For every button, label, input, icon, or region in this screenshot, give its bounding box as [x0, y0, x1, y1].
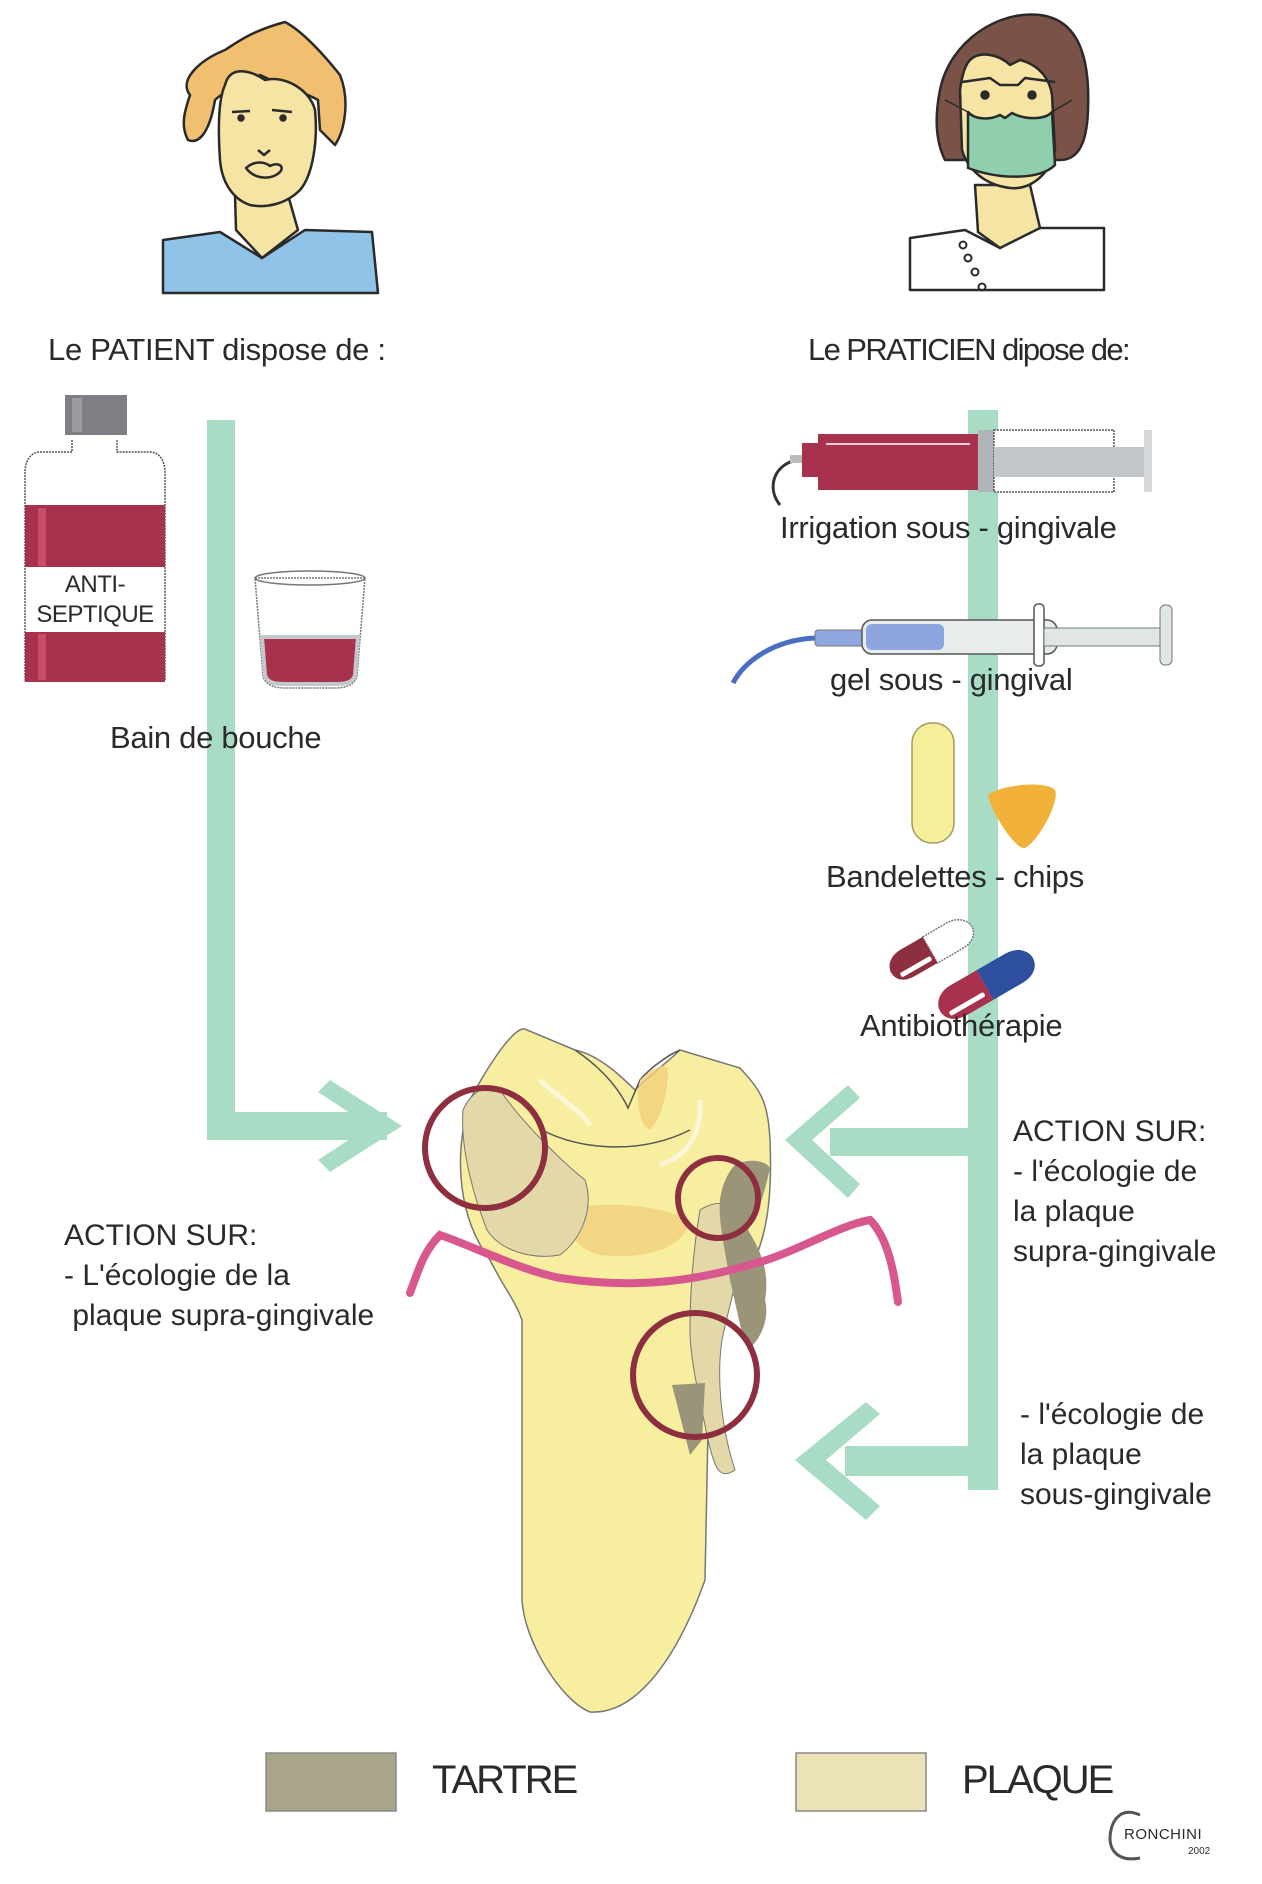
- praticien-action-sous-line2: la plaque: [1020, 1438, 1142, 1471]
- label-bain-de-bouche: Bain de bouche: [110, 720, 322, 755]
- patient-action-text: ACTION SUR: - L'écologie de la plaque su…: [64, 1216, 374, 1336]
- praticien-action-sous-line1: - l'écologie de: [1020, 1398, 1205, 1431]
- bottle-label-line2: SEPTIQUE: [36, 601, 154, 628]
- patient-action-line1: - L'écologie de la: [64, 1259, 290, 1292]
- chip-icon: [988, 784, 1056, 849]
- gel-syringe-icon: [730, 603, 1173, 685]
- highlight-circle-supra-right: [675, 1155, 761, 1241]
- legend-label-tartre: TARTRE: [432, 1758, 578, 1802]
- patient-heading: Le PATIENT dispose de :: [48, 332, 386, 367]
- signature-year: 2002: [1188, 1846, 1211, 1857]
- legend-label-plaque: PLAQUE: [962, 1758, 1114, 1802]
- label-irrigation: Irrigation sous - gingivale: [780, 510, 1117, 545]
- legend-swatch-plaque: [795, 1752, 927, 1812]
- antiseptic-bottle-icon: [24, 395, 166, 682]
- highlight-circle-supra-left: [422, 1085, 548, 1211]
- praticien-action-supra-line1: - l'écologie de: [1013, 1155, 1198, 1188]
- praticien-action-sous-text: - l'écologie de la plaque sous-gingivale: [1020, 1395, 1212, 1515]
- praticien-action-sous-line3: sous-gingivale: [1020, 1478, 1212, 1511]
- patient-figure-icon: [161, 20, 380, 295]
- label-gel: gel sous - gingival: [830, 662, 1073, 697]
- bandelette-strip-icon: [911, 722, 955, 844]
- label-antibiotherapie: Antibiothérapie: [860, 1008, 1063, 1043]
- praticien-action-supra-line3: supra-gingivale: [1013, 1235, 1217, 1268]
- gum-line: [406, 1215, 902, 1306]
- highlight-circle-sous: [630, 1310, 760, 1440]
- mouthwash-glass-icon: [254, 570, 366, 689]
- praticien-action-supra-title: ACTION SUR:: [1013, 1115, 1207, 1148]
- bottle-label: ANTI- SEPTIQUE: [25, 570, 165, 630]
- label-bandelettes-chips: Bandelettes - chips: [826, 859, 1084, 894]
- praticien-action-supra-line2: la plaque: [1013, 1195, 1135, 1228]
- signature-name: RONCHINI: [1124, 1826, 1203, 1843]
- capsule-white-red-icon: [889, 918, 975, 980]
- praticien-figure-icon: [908, 13, 1106, 292]
- bottle-label-line1: ANTI-: [64, 571, 126, 598]
- tooth-illustration: [459, 1028, 772, 1713]
- praticien-heading: Le PRATICIEN dipose de:: [808, 332, 1131, 367]
- legend-swatch-tartre: [265, 1752, 397, 1812]
- praticien-flow-arrow: [785, 410, 998, 1520]
- praticien-action-supra-text: ACTION SUR: - l'écologie de la plaque su…: [1013, 1112, 1216, 1272]
- patient-action-line2: plaque supra-gingivale: [64, 1299, 375, 1332]
- patient-action-title: ACTION SUR:: [64, 1219, 258, 1252]
- patient-flow-arrow: [207, 420, 402, 1172]
- capsule-blue-red-icon: [938, 950, 1035, 1019]
- irrigation-syringe-icon: [771, 429, 1152, 506]
- signature-logo-icon: [1108, 1811, 1141, 1861]
